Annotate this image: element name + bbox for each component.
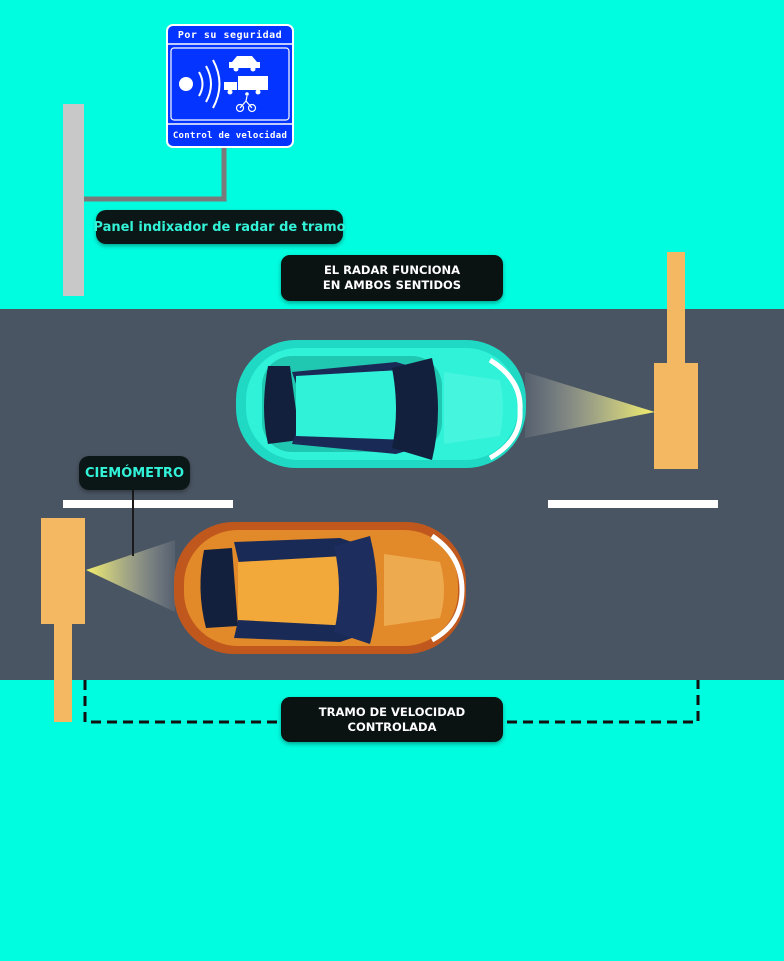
radar-both-directions-label: EL RADAR FUNCIONA EN AMBOS SENTIDOS [281,255,503,301]
radar-sign: Por su seguridad Control de velocidad [166,24,294,148]
sign-top-text: Por su seguridad [178,29,282,41]
radar-beam-right [525,372,655,438]
lane-dash-left [63,500,233,508]
radar-post-left-pole [54,620,72,722]
sign-post [63,104,84,296]
teal-car [236,340,526,468]
radar-label-line2: EN AMBOS SENTIDOS [322,278,462,292]
radar-beam-left [86,540,175,612]
tramo-label-line2: CONTROLADA [347,719,437,734]
sign-post-arm [84,146,227,202]
radar-post-left-box [41,518,85,624]
cinemometro-label: CIEMÓMETRO [79,456,190,490]
sign-bottom-text: Control de velocidad [173,130,287,141]
radar-post-right-pole [667,252,685,364]
tramo-bracket [83,680,700,724]
radar-post-right-box [654,363,698,469]
lane-dash-right [548,500,718,508]
tramo-label: TRAMO DE VELOCIDAD CONTROLADA [281,697,503,742]
panel-label: Panel indixador de radar de tramo [93,210,346,244]
radar-sign-icon [179,56,268,113]
radar-label-line1: EL RADAR FUNCIONA [323,263,461,277]
orange-car [174,522,466,654]
tramo-label-line1: TRAMO DE VELOCIDAD [318,704,466,719]
